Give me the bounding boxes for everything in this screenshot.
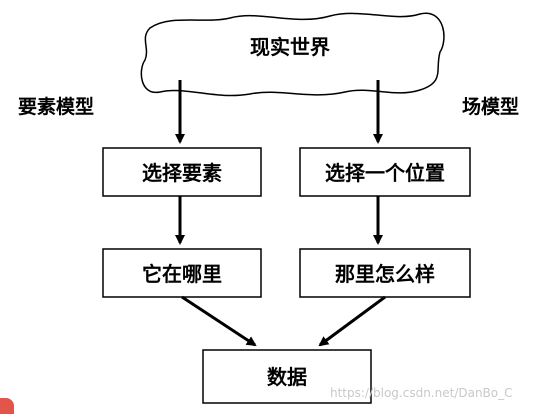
- cloud-shape: [140, 12, 445, 97]
- left-box-1-label: 选择要素: [142, 161, 222, 185]
- bottom-box-label: 数据: [267, 365, 307, 389]
- left-box-1: [102, 147, 262, 197]
- right-box-2-label: 那里怎么样: [335, 262, 435, 286]
- watermark-text: https://blog.csdn.net/DanBo_C: [330, 386, 513, 400]
- left-box-2: [102, 248, 262, 298]
- cloud-label: 现实世界: [250, 35, 330, 59]
- right-box-1-label: 选择一个位置: [325, 161, 445, 185]
- bottom-box: [202, 349, 372, 404]
- arrow-right-box-2-to-bottom-box: [318, 295, 386, 347]
- right-box-1: [299, 147, 471, 197]
- left-side-label: 要素模型: [18, 96, 95, 118]
- corner-logo: [0, 398, 14, 414]
- left-box-2-label: 它在哪里: [142, 262, 222, 286]
- arrow-left-box-2-to-bottom-box: [181, 295, 257, 347]
- right-box-2: [299, 248, 471, 298]
- right-side-label: 场模型: [462, 96, 520, 118]
